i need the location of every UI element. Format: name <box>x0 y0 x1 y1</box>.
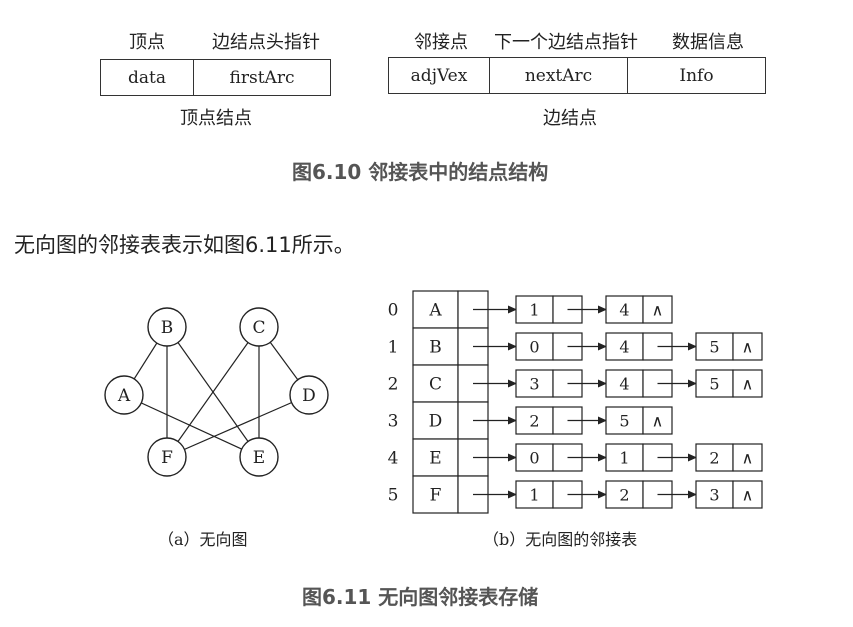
edge-node-adjvex <box>605 480 644 509</box>
edge-node-value: 3 <box>709 486 719 505</box>
edge-node-next <box>642 406 673 435</box>
vertex-label: E <box>429 449 441 469</box>
edge-header-nextarc: 下一个边结点指针 <box>494 32 638 53</box>
edge-cell-adjvex: adjVex <box>389 58 490 93</box>
vertex-label: B <box>429 338 442 358</box>
row-index: 1 <box>388 338 399 358</box>
edge-node-adjvex <box>605 295 644 324</box>
edge-node-value: 4 <box>619 375 629 394</box>
vertex-cell-data: data <box>101 60 194 95</box>
edge-node-value: 3 <box>529 375 539 394</box>
vertex-data-cell <box>412 327 459 366</box>
edge-node-caption: 边结点 <box>543 108 597 129</box>
null-pointer-symbol: ∧ <box>742 449 754 468</box>
graph-node-D <box>289 375 329 415</box>
figure-6-10-title: 图6.10 邻接表中的结点结构 <box>292 160 549 184</box>
edge-node-adjvex <box>695 443 734 472</box>
null-pointer-symbol: ∧ <box>742 338 754 357</box>
edge-node-value: 4 <box>619 301 629 320</box>
edge-node-next <box>732 332 763 361</box>
edge-node-adjvex <box>515 480 554 509</box>
edge-node-adjvex <box>605 369 644 398</box>
edge-node-adjvex <box>605 406 644 435</box>
edge-node-next <box>732 369 763 398</box>
graph-node-A <box>104 375 144 415</box>
edge-node-value: 5 <box>709 338 719 357</box>
edge-node-adjvex <box>695 480 734 509</box>
edge-node-adjvex <box>695 332 734 361</box>
edge-node-adjvex <box>605 443 644 472</box>
edge-node-value: 5 <box>619 412 629 431</box>
row-index: 0 <box>388 301 399 321</box>
graph-node-label: B <box>161 318 174 338</box>
graph-node-E <box>239 437 279 477</box>
graph-node-B <box>147 307 187 347</box>
edge-node-value: 1 <box>529 486 539 505</box>
null-pointer-symbol: ∧ <box>742 375 754 394</box>
edge-node-next <box>642 295 673 324</box>
edge-node-value: 2 <box>529 412 539 431</box>
edge-node-value: 0 <box>529 449 539 468</box>
edge-node-adjvex <box>515 332 554 361</box>
vertex-data-cell <box>412 364 459 403</box>
edge-node-value: 2 <box>619 486 629 505</box>
body-paragraph: 无向图的邻接表表示如图6.11所示。 <box>14 233 355 257</box>
vertex-data-cell <box>412 475 459 514</box>
graph-node-label: E <box>253 448 265 468</box>
undirected-graph: A B C D E F <box>104 307 329 477</box>
vertex-label: F <box>430 486 442 506</box>
null-pointer-symbol: ∧ <box>652 301 664 320</box>
vertex-data-cell <box>412 438 459 477</box>
edge-node-value: 2 <box>709 449 719 468</box>
graph-edge-DF <box>166 394 310 458</box>
vertex-cell-firstarc: firstArc <box>229 67 295 88</box>
edge-node-next <box>732 443 763 472</box>
graph-node-label: A <box>117 386 131 406</box>
graph-node-label: C <box>252 318 265 338</box>
edge-node-box: adjVex nextArc Info <box>388 57 766 94</box>
graph-node-F <box>147 437 187 477</box>
null-pointer-symbol: ∧ <box>652 412 664 431</box>
vertex-header-right: 边结点头指针 <box>212 32 320 53</box>
graph-edge-CF <box>166 326 260 458</box>
null-pointer-symbol: ∧ <box>742 486 754 505</box>
vertex-node-caption: 顶点结点 <box>180 108 252 129</box>
edge-node-adjvex <box>695 369 734 398</box>
vertex-header-left: 顶点 <box>129 32 165 53</box>
edge-node-value: 1 <box>619 449 629 468</box>
graph-node-label: D <box>302 386 316 406</box>
edge-header-info: 数据信息 <box>672 32 744 53</box>
edge-node-next <box>732 480 763 509</box>
edge-cell-nextarc: nextArc <box>490 58 628 93</box>
edge-cell-info: Info <box>679 65 714 86</box>
edge-node-value: 1 <box>529 301 539 320</box>
adjlist-caption: （b）无向图的邻接表 <box>483 530 638 549</box>
row-index: 4 <box>388 449 399 469</box>
vertex-node-box: data firstArc <box>100 59 331 96</box>
edge-node-adjvex <box>515 406 554 435</box>
vertex-label: D <box>429 412 443 432</box>
edge-node-value: 4 <box>619 338 629 357</box>
graph-caption: （a）无向图 <box>158 530 248 549</box>
edge-header-adjvex: 邻接点 <box>414 32 468 53</box>
figure-6-11-title: 图6.11 无向图邻接表存储 <box>302 585 539 609</box>
row-index: 3 <box>388 412 399 432</box>
vertex-label: C <box>429 375 442 395</box>
edge-node-value: 5 <box>709 375 719 394</box>
edge-node-value: 0 <box>529 338 539 357</box>
edge-node-adjvex <box>515 443 554 472</box>
graph-edge-AE <box>123 394 260 458</box>
graph-node-label: F <box>161 448 173 468</box>
graph-node-C <box>239 307 279 347</box>
row-index: 5 <box>388 486 399 506</box>
vertex-label: A <box>428 301 442 321</box>
row-index: 2 <box>388 375 399 395</box>
